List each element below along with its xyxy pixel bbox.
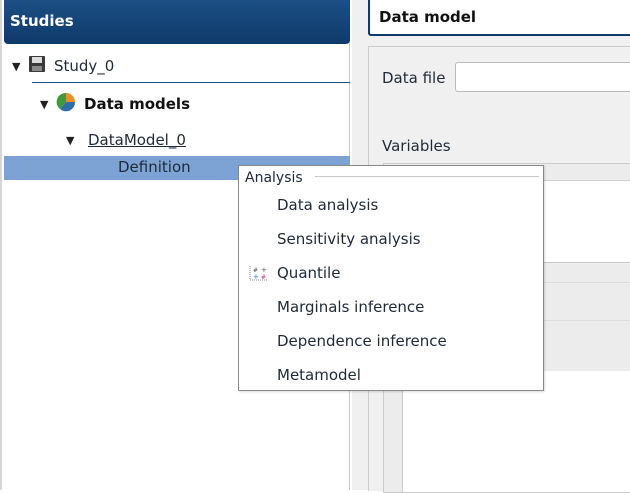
menu-item-sensitivity-analysis[interactable]: Sensitivity analysis [239,222,543,256]
tree-item-data-models[interactable]: ▼ Data models [40,92,190,116]
expand-arrow-icon[interactable]: ▼ [12,59,21,73]
menu-item-quantile[interactable]: #++# Quantile [239,256,543,290]
variables-table-column [384,370,403,492]
variables-label: Variables [382,137,451,155]
study-separator [32,82,350,83]
menu-item-label: Marginals inference [277,298,425,316]
study-label: Study_0 [54,57,115,75]
data-model-label: DataModel_0 [88,131,186,149]
tree-item-study[interactable]: ▼ Study_0 [12,54,114,78]
menu-item-metamodel[interactable]: Metamodel [239,358,543,392]
pie-chart-icon [56,92,76,116]
menu-item-label: Quantile [277,264,341,282]
menu-item-label: Data analysis [277,196,379,214]
svg-text:+: + [253,273,259,281]
menu-item-dependence-inference[interactable]: Dependence inference [239,324,543,358]
menu-section-analysis: Analysis [245,170,303,186]
definition-label: Definition [118,158,191,176]
studies-title: Studies [10,12,74,30]
save-icon [28,55,46,77]
tree-item-data-model[interactable]: ▼ DataModel_0 [66,128,186,152]
menu-item-label: Sensitivity analysis [277,230,421,248]
menu-item-label: Metamodel [277,366,361,384]
data-model-title-bar: Data model [368,0,630,36]
svg-text:#: # [261,274,266,281]
data-model-title: Data model [379,8,477,26]
menu-item-data-analysis[interactable]: Data analysis [239,188,543,222]
menu-item-label: Dependence inference [277,332,447,350]
menu-section-divider [315,176,539,177]
expand-arrow-icon[interactable]: ▼ [40,97,49,111]
quantile-icon: #++# [249,265,269,285]
context-menu: Analysis Data analysis Sensitivity analy… [238,165,544,391]
menu-item-marginals-inference[interactable]: Marginals inference [239,290,543,324]
svg-text:#: # [253,267,258,274]
studies-header: Studies [4,0,350,44]
expand-arrow-icon[interactable]: ▼ [66,133,75,147]
data-file-input[interactable] [455,62,630,92]
data-models-label: Data models [84,95,191,113]
data-file-label: Data file [382,69,446,87]
svg-text:+: + [261,266,267,274]
